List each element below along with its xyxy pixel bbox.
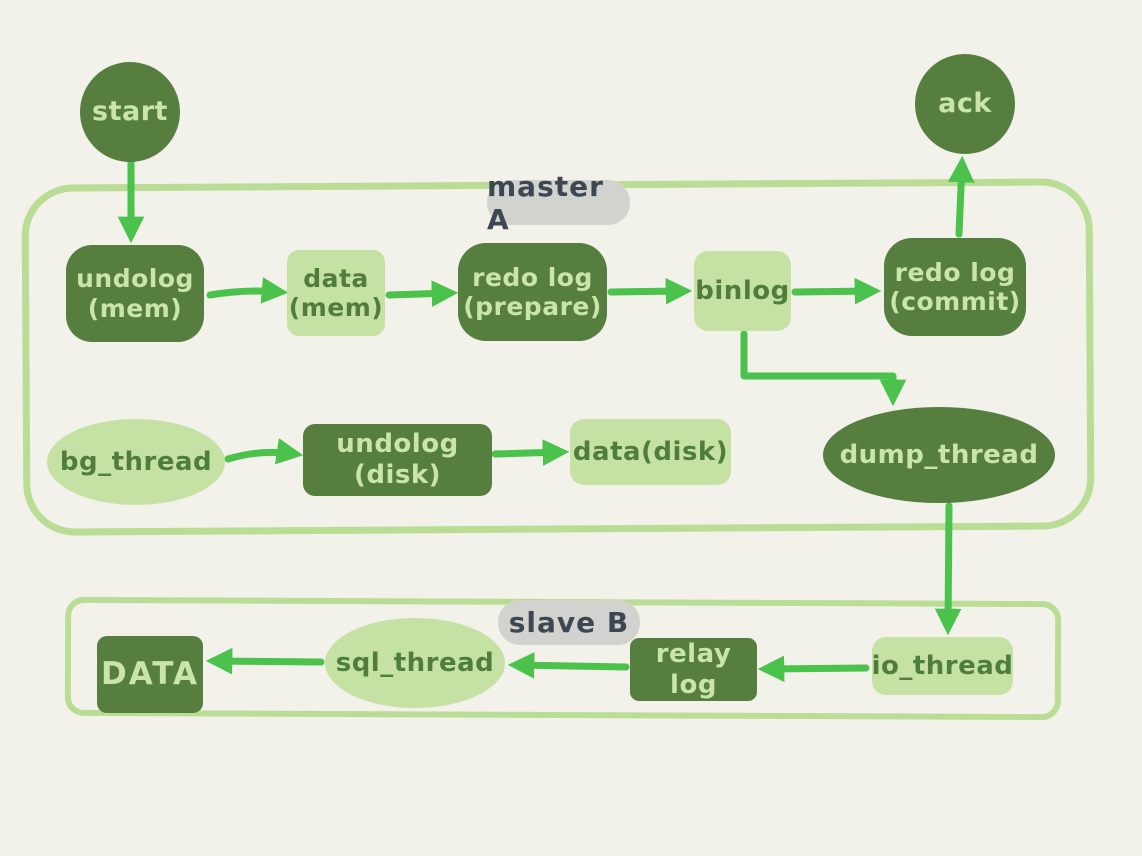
edge-dump-thread-to-io-thread <box>934 502 962 636</box>
node-start: start <box>80 62 180 162</box>
node-sql-thread: sql_thread <box>325 618 505 708</box>
slave-group-label: slave B <box>498 600 640 645</box>
node-redo-log-commit: redo log (commit) <box>884 238 1026 336</box>
edge-binlog-to-dump-thread <box>740 330 907 407</box>
node-ack: ack <box>915 54 1015 154</box>
node-bg-thread: bg_thread <box>47 419 225 505</box>
node-data-disk: data(disk) <box>570 419 731 485</box>
edge-data-mem-to-redo-prepare <box>385 280 459 307</box>
edge-bg-thread-to-undolog-disk <box>224 438 304 465</box>
edge-redo-prepare-to-binlog <box>607 277 693 305</box>
node-relay-log: relay log <box>630 638 757 701</box>
edge-undolog-disk-to-data-disk <box>491 439 570 466</box>
master-group-label: master A <box>487 170 630 236</box>
edge-redo-commit-to-ack <box>947 155 975 238</box>
node-data: DATA <box>97 636 203 713</box>
edge-undolog-mem-to-data-mem <box>206 277 289 304</box>
node-io-thread: io_thread <box>872 637 1013 695</box>
edge-relay-log-to-sql-thread <box>507 652 630 679</box>
node-undolog-disk: undolog (disk) <box>303 424 492 496</box>
node-binlog: binlog <box>694 251 791 331</box>
node-dump-thread: dump_thread <box>823 407 1055 503</box>
edge-io-thread-to-relay-log <box>757 655 870 683</box>
edge-sql-thread-to-data <box>205 647 325 675</box>
node-redo-log-prepare: redo log (prepare) <box>458 243 607 341</box>
node-undolog-mem: undolog (mem) <box>66 245 204 342</box>
edge-binlog-to-redo-commit <box>791 277 882 305</box>
node-data-mem: data (mem) <box>287 250 385 336</box>
